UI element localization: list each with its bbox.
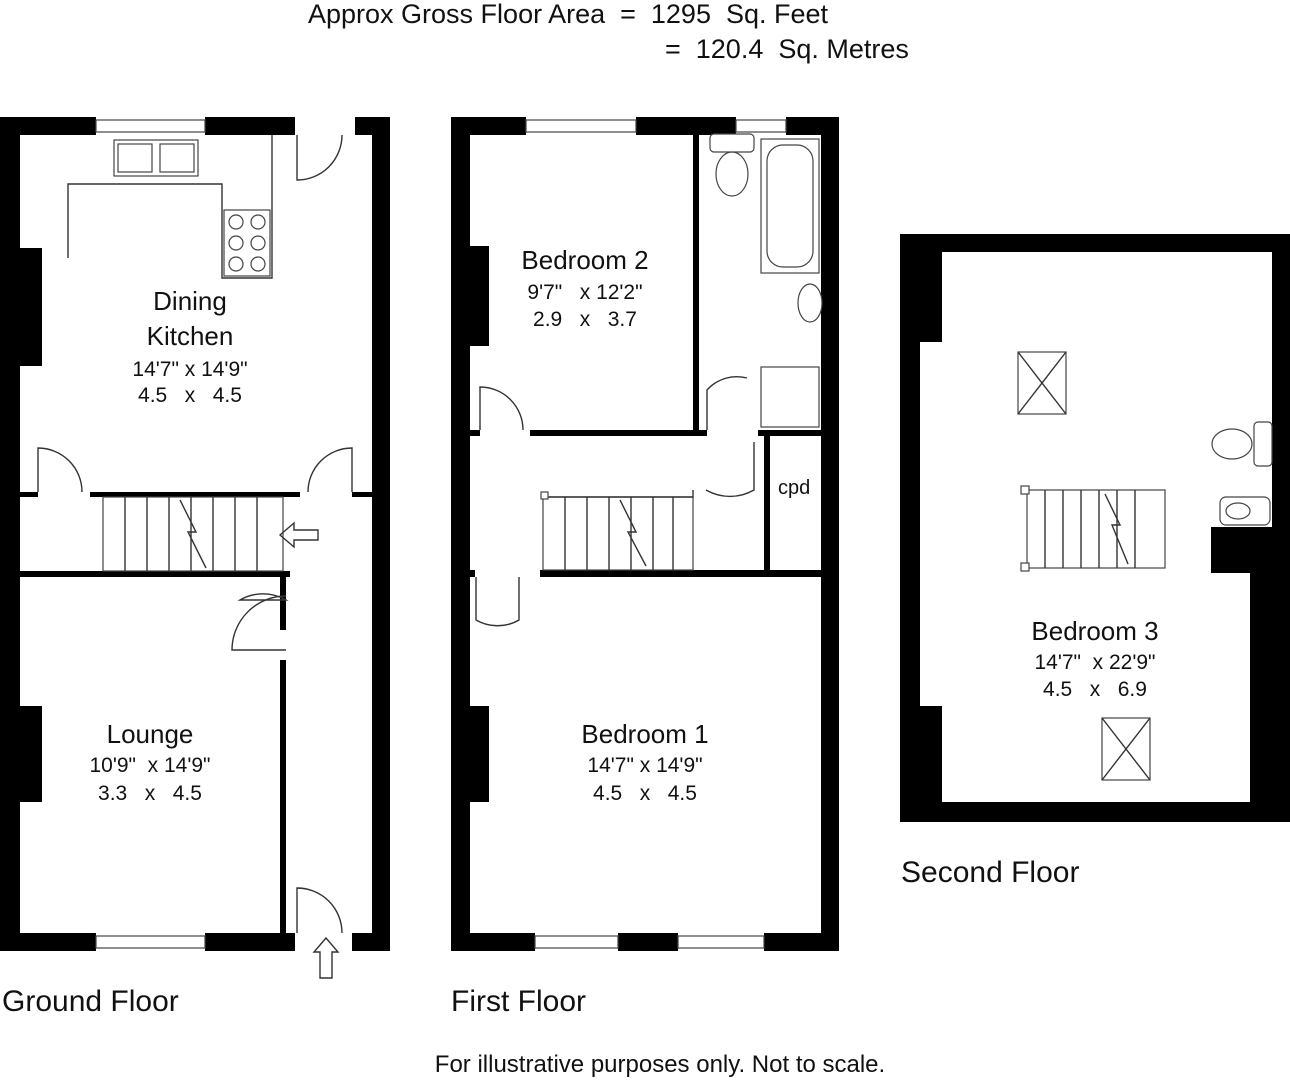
disclaimer: For illustrative purposes only. Not to s…: [435, 1051, 885, 1078]
shower-tray: [760, 366, 820, 428]
first-door-bed1: [475, 577, 520, 627]
gross-area-sqft: Approx Gross Floor Area = 1295 Sq. Feet: [308, 0, 829, 29]
second-stair-break-line: [1104, 493, 1129, 565]
first-wall-bed2-bottom: [530, 430, 699, 436]
ground-wall-left: [0, 117, 20, 951]
dining-kitchen-imperial: 14'7" x 14'9": [132, 358, 247, 381]
first-window-bathroom: [735, 119, 787, 133]
ground-door-kitchen-left: [37, 447, 83, 493]
bedroom1-metric: 4.5 x 4.5: [593, 782, 697, 805]
ground-stair-treads: [124, 497, 258, 571]
second-newel-post-top: [1020, 485, 1030, 495]
room-label-dining: Dining: [153, 286, 227, 316]
second-wall-top: [900, 234, 1290, 252]
ground-wall-lounge-top: [20, 571, 290, 577]
second-stairs: [1026, 489, 1166, 569]
first-stair-break-line: [619, 499, 647, 567]
ground-wall-lounge-side-a: [280, 575, 286, 630]
front-entrance-arrow: [312, 936, 340, 979]
gross-area-sqm: = 120.4 Sq. Metres: [665, 34, 909, 64]
ground-wall-hall-c: [352, 492, 372, 497]
first-wall-top-c: [786, 117, 839, 135]
ground-wall-hall-a: [20, 492, 38, 497]
first-wall-bed1-top: [540, 570, 821, 577]
second-newel-post-bottom: [1020, 562, 1030, 572]
first-newel-post: [540, 491, 549, 500]
ground-stair-break-line: [179, 499, 207, 569]
second-floor-plan: [900, 234, 1290, 822]
room-label-lounge: Lounge: [107, 719, 194, 749]
ground-window-rear: [95, 119, 206, 133]
ground-chimney-breast-lounge: [0, 706, 42, 802]
first-wall-bath-bottom: [758, 430, 821, 436]
first-window-front-a: [534, 935, 619, 949]
ground-wall-hall-b: [90, 492, 300, 497]
ground-wall-bottom-a: [0, 933, 96, 951]
first-door-bathroom: [706, 375, 748, 430]
first-floor-label: First Floor: [451, 985, 586, 1018]
bedroom3-imperial: 14'7" x 22'9": [1034, 651, 1155, 674]
first-chimney-breast-bed2: [451, 246, 489, 346]
ground-wall-lounge-side-b: [280, 660, 286, 933]
ground-door-front: [296, 887, 343, 934]
ground-floor-plan: [0, 117, 390, 979]
first-stair-treads: [564, 497, 674, 570]
first-wall-right: [821, 117, 839, 951]
ground-window-front: [95, 935, 206, 949]
room-label-bedroom3: Bedroom 3: [1031, 616, 1158, 646]
ground-floor-label: Ground Floor: [2, 985, 179, 1018]
second-stair-treads: [1044, 490, 1136, 568]
wc-cistern: [709, 133, 755, 153]
first-wall-cupboard: [764, 436, 770, 572]
ground-wall-right: [372, 117, 390, 951]
first-wall-left: [451, 117, 470, 951]
ground-door-rear: [296, 134, 343, 181]
bedroom2-imperial: 9'7" x 12'2": [527, 281, 642, 304]
ground-stairs: [102, 496, 284, 572]
first-wall-bottom-c: [764, 933, 839, 951]
first-stairs: [542, 496, 694, 571]
first-wall-top-b: [636, 117, 736, 135]
bedroom2-metric: 2.9 x 3.7: [533, 308, 637, 331]
second-wall-left-upper: [900, 234, 942, 342]
ground-wall-bottom-c: [352, 933, 390, 951]
lounge-metric: 3.3 x 4.5: [98, 782, 202, 805]
first-door-bed2: [479, 386, 524, 431]
ground-door-lounge: [237, 593, 289, 601]
first-wall-bed2-side: [693, 135, 699, 435]
ground-wall-top-b: [205, 117, 295, 135]
wc-pan: [715, 151, 749, 197]
ground-door-kitchen-right: [307, 447, 353, 493]
ground-chimney-breast-kitchen: [0, 248, 42, 366]
bedroom3-metric: 4.5 x 6.9: [1043, 678, 1147, 701]
first-chimney-breast-bed1: [451, 706, 489, 802]
dining-kitchen-metric: 4.5 x 4.5: [138, 384, 242, 407]
kitchen-worktop: [67, 135, 273, 279]
lounge-imperial: 10'9" x 14'9": [89, 754, 210, 777]
ground-wall-bottom-b: [205, 933, 295, 951]
first-wall-bottom-b: [618, 933, 678, 951]
second-wc-cistern: [1253, 421, 1273, 467]
first-floor-plan: [451, 117, 839, 951]
second-wall-bottom: [900, 802, 1290, 822]
second-floor-label: Second Floor: [901, 856, 1079, 889]
first-wall-bottom-a: [451, 933, 535, 951]
ground-stair-direction-arrow: [278, 521, 319, 549]
ground-wall-top-c: [355, 117, 390, 135]
first-window-front-b: [677, 935, 765, 949]
second-wall-left-mid: [900, 342, 920, 706]
room-label-kitchen: Kitchen: [147, 321, 234, 351]
first-window-rear: [525, 119, 637, 133]
room-label-cupboard: cpd: [778, 477, 810, 499]
wash-basin: [797, 283, 823, 323]
room-label-bedroom2: Bedroom 2: [521, 245, 648, 275]
ground-wall-top-a: [0, 117, 96, 135]
first-door-cupboard: [705, 442, 755, 498]
second-wall-right-lower: [1250, 527, 1290, 822]
first-wall-top-a: [451, 117, 526, 135]
bedroom1-imperial: 14'7" x 14'9": [587, 754, 702, 777]
room-label-bedroom1: Bedroom 1: [581, 719, 708, 749]
second-wc-pan: [1211, 428, 1253, 460]
